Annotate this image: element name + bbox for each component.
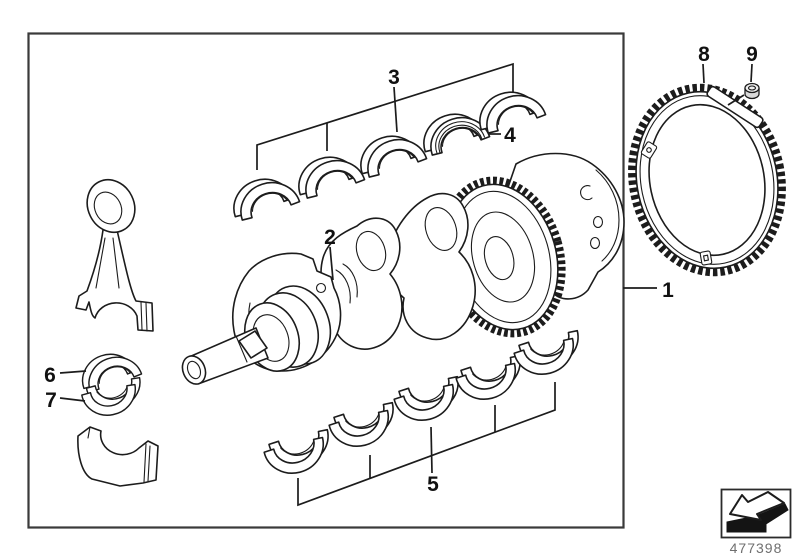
guide-bearing-shell	[418, 107, 491, 157]
bearing-shell	[326, 398, 404, 455]
diagram-number: 477398	[730, 540, 783, 556]
callout-line-5	[430, 426, 433, 474]
callout-5[interactable]: 5	[427, 473, 439, 496]
bearing-shell	[292, 148, 367, 201]
bearing-shell	[511, 326, 589, 383]
callout-8[interactable]: 8	[698, 43, 710, 66]
callout-3[interactable]: 3	[388, 66, 400, 89]
callout-bracket-5	[297, 382, 556, 507]
ring-gear-lug	[640, 141, 658, 159]
ring-gear	[628, 83, 786, 277]
bearing-shell	[261, 425, 339, 482]
callout-line-3	[393, 86, 398, 133]
callout-line-bolt	[727, 94, 745, 106]
callout-6[interactable]: 6	[44, 364, 56, 387]
callout-bracket-3	[256, 62, 514, 170]
callout-4[interactable]: 4	[504, 124, 516, 147]
bearing-shell	[354, 127, 429, 180]
direction-arrow-icon	[726, 491, 789, 533]
crankshaft	[181, 152, 625, 385]
callout-2[interactable]: 2	[324, 226, 336, 249]
ring-gear-strip	[706, 85, 764, 129]
callout-1[interactable]: 1	[662, 279, 674, 302]
callout-line-8	[702, 63, 705, 84]
footer-direction-box	[720, 488, 792, 539]
rod-bearing-shells	[76, 346, 148, 422]
callout-labels: 1 2 3 4 5 6 7 8 9	[44, 43, 758, 496]
bearing-shell	[227, 170, 302, 223]
bearing-shell	[391, 372, 469, 429]
connecting-rod	[75, 178, 154, 332]
callout-line-6	[59, 370, 87, 374]
diagram-frame	[27, 32, 625, 529]
callout-line-9	[750, 63, 753, 83]
callout-lines	[59, 62, 753, 507]
ring-gear-bolt	[744, 82, 760, 100]
callout-line-7	[59, 397, 86, 402]
callout-7[interactable]: 7	[45, 389, 57, 412]
rod-bearing-cap	[77, 426, 159, 487]
ring-gear-lug	[699, 250, 713, 266]
callout-9[interactable]: 9	[746, 43, 758, 66]
callout-line-2	[329, 246, 334, 281]
